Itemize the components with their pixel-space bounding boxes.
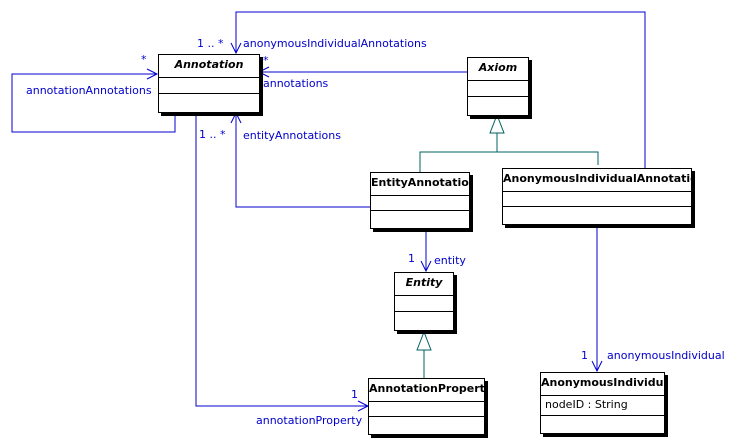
class-annotation-property-name: AnnotationProperty [369,379,484,402]
class-entity-name: Entity [395,273,453,296]
role-anonymous-individual-annotations: anonymousIndividualAnnotations [243,37,427,50]
multiplicity-anonymous-individual-annotations: 1 .. * [197,37,224,50]
assoc-annotation-annotations-arrow [146,68,159,80]
class-annotation-property-attributes [369,402,484,417]
class-entity-annotation-attributes [371,196,469,211]
class-anonymous-individual-name: AnonymousIndividual [541,373,664,396]
class-axiom-operations [468,97,528,116]
multiplicity-annotations: * [263,54,269,67]
class-entity-operations [395,312,453,331]
class-anonymous-individual-annotation-attributes [503,192,691,207]
class-annotation-operations [159,94,259,113]
assoc-annotation-annotations-line [11,73,176,133]
class-anonymous-individual[interactable]: AnonymousIndividual nodeID : String [540,372,665,434]
assoc-anonymous-individual-annotations-line [235,11,646,168]
class-annotation-name: Annotation [159,55,259,78]
class-anonymous-individual-annotation-name: AnonymousIndividualAnnotation [503,169,691,192]
class-axiom-name: Axiom [468,58,528,81]
class-anonymous-individual-operations [541,416,664,434]
assoc-entity-arrow [420,260,432,273]
assoc-annotation-property-line [195,112,367,407]
assoc-anonymous-individual-arrow [591,360,603,373]
multiplicity-entity-annotations: 1 .. * [199,128,226,141]
assoc-entity-annotations-line [235,114,370,208]
class-anonymous-individual-attributes: nodeID : String [541,396,664,416]
role-annotations: annotations [263,77,329,90]
role-entity-annotations: entityAnnotations [243,129,341,142]
class-anonymous-individual-annotation[interactable]: AnonymousIndividualAnnotation [502,168,692,225]
role-entity: entity [434,254,466,267]
generalization-arrowhead-axiom [489,113,505,134]
generalization-arrowhead-entity [416,330,432,351]
role-anonymous-individual: anonymousIndividual [607,349,725,362]
multiplicity-entity: 1 [408,252,415,265]
class-annotation-property[interactable]: AnnotationProperty [368,378,485,435]
multiplicity-anonymous-individual: 1 [581,349,588,362]
role-annotation-annotations: annotationAnnotations [26,84,152,97]
class-entity-annotation-operations [371,211,469,229]
class-anonymous-individual-annotation-operations [503,207,691,225]
class-axiom-attributes [468,81,528,97]
class-anonymous-individual-attribute: nodeID : String [545,398,628,411]
class-axiom[interactable]: Axiom [467,57,529,116]
class-annotation-attributes [159,78,259,94]
class-entity-attributes [395,296,453,312]
multiplicity-annotation-property: 1 [351,388,358,401]
class-entity-annotation-name: EntityAnnotation [371,173,469,196]
class-entity-annotation[interactable]: EntityAnnotation [370,172,470,229]
class-annotation-property-operations [369,417,484,435]
class-annotation[interactable]: Annotation [158,54,260,113]
class-entity[interactable]: Entity [394,272,454,331]
assoc-anonymous-individual-annotations-arrow [230,42,242,55]
assoc-entity-annotations-arrow [230,111,242,124]
generalization-line-entity-annotation [419,151,599,172]
role-annotation-property: annotationProperty [256,414,363,427]
multiplicity-annotation-annotations: * [141,53,147,66]
